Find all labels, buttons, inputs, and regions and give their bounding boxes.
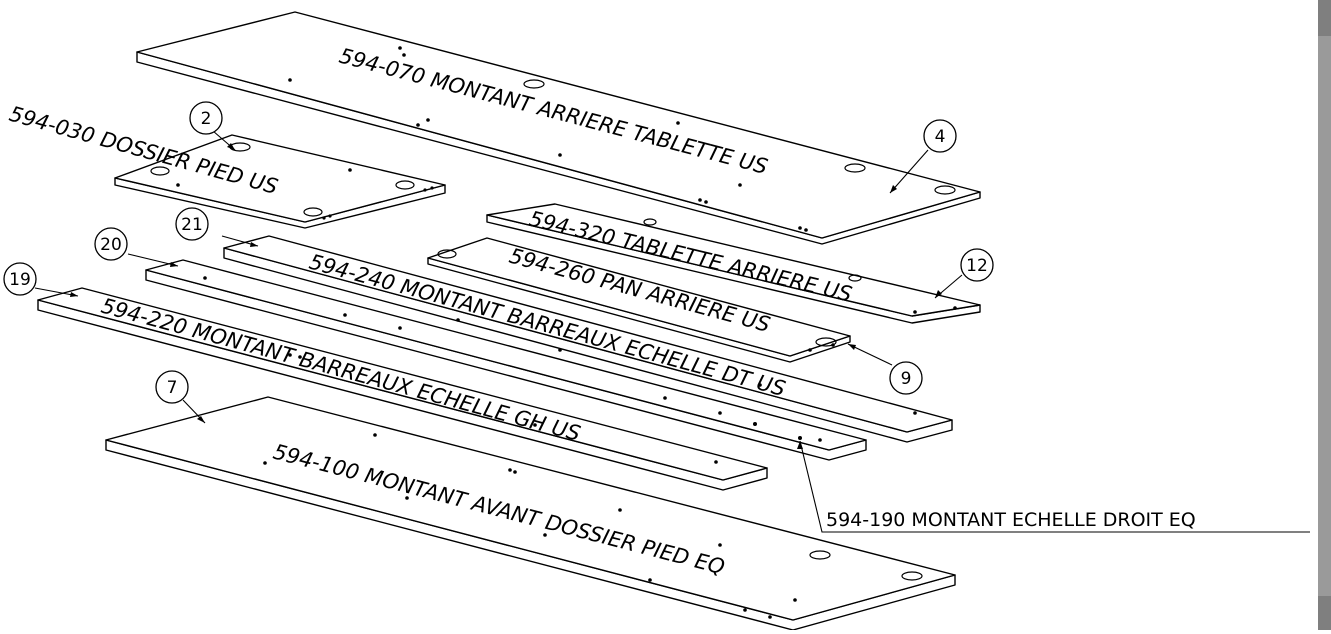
item-balloon-12: 12 bbox=[960, 248, 994, 282]
svg-text:2: 2 bbox=[201, 109, 212, 129]
board-montant-echelle-droit bbox=[145, 259, 867, 461]
svg-text:7: 7 bbox=[167, 378, 178, 398]
leaders bbox=[34, 130, 1310, 533]
item-balloon-7: 7 bbox=[155, 370, 189, 404]
item-balloon-2: 2 bbox=[189, 101, 223, 135]
svg-text:20: 20 bbox=[100, 235, 122, 255]
item-balloon-4: 4 bbox=[923, 119, 957, 153]
svg-text:12: 12 bbox=[966, 256, 988, 276]
item-balloon-19: 19 bbox=[3, 262, 37, 296]
svg-text:21: 21 bbox=[181, 215, 203, 235]
item-balloon-20: 20 bbox=[94, 227, 128, 261]
item-balloon-21: 21 bbox=[175, 207, 209, 241]
svg-text:4: 4 bbox=[935, 127, 946, 147]
drawing-border-inner bbox=[1318, 36, 1331, 596]
callout-594-190: 594-190 MONTANT ECHELLE DROIT EQ bbox=[826, 509, 1196, 531]
svg-text:9: 9 bbox=[901, 369, 912, 389]
item-balloon-9: 9 bbox=[889, 361, 923, 395]
svg-text:19: 19 bbox=[9, 270, 31, 290]
